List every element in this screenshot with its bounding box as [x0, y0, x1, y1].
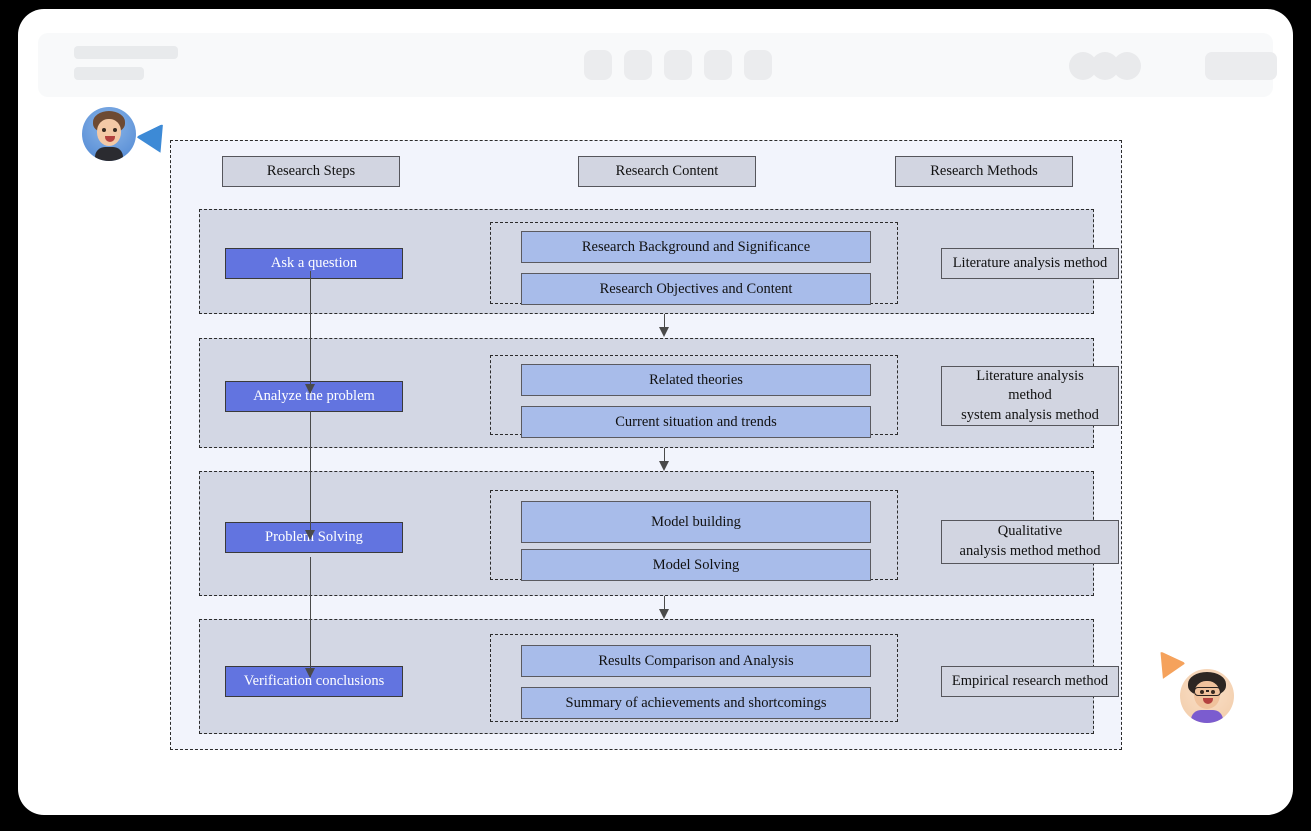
stage-row-4: Verification conclusions Results Compari…	[199, 619, 1119, 734]
avatar-body	[1191, 710, 1223, 723]
content-box-model-building[interactable]: Model building	[521, 501, 871, 543]
stage-row-3: Problem Solving Model building Model Sol…	[199, 471, 1119, 596]
toolbar-icon-5[interactable]	[744, 50, 772, 80]
method-box-qualitative-analysis[interactable]: Qualitative analysis method method	[941, 520, 1119, 564]
avatar-eye-right	[1211, 690, 1215, 694]
content-box-current-situation[interactable]: Current situation and trends	[521, 406, 871, 438]
method-box-literature-analysis[interactable]: Literature analysis method	[941, 248, 1119, 279]
content-group-4: Results Comparison and Analysis Summary …	[490, 634, 898, 722]
toolbar-icon-2[interactable]	[624, 50, 652, 80]
arrow-head-icon	[659, 609, 669, 619]
collaborator-cursor-blue	[82, 107, 174, 169]
step-box-ask-a-question[interactable]: Ask a question	[225, 248, 403, 279]
stage-row-2: Analyze the problem Related theories Cur…	[199, 338, 1119, 448]
content-group-2: Related theories Current situation and t…	[490, 355, 898, 438]
avatar[interactable]	[1113, 52, 1141, 80]
share-button[interactable]	[1205, 52, 1277, 80]
title-placeholder-bar	[74, 46, 178, 59]
content-box-research-objectives[interactable]: Research Objectives and Content	[521, 273, 871, 305]
stage-row-1: Ask a question Research Background and S…	[199, 209, 1119, 314]
column-header-row: Research Steps Research Content Research…	[171, 156, 1121, 188]
avatar-glasses	[1194, 687, 1221, 696]
avatar-mouth	[105, 136, 115, 142]
connector-arrow-content-1-2	[664, 314, 666, 334]
connector-arrow-content-2-3	[664, 448, 666, 468]
avatar-eye-left	[102, 128, 106, 132]
cursor-pointer-icon	[1150, 651, 1186, 685]
connector-arrow-step-3-4	[310, 557, 312, 677]
method-box-empirical-research[interactable]: Empirical research method	[941, 666, 1119, 697]
collaborator-cursor-orange	[1148, 651, 1240, 726]
content-group-3: Model building Model Solving	[490, 490, 898, 581]
avatar-mouth	[1203, 698, 1213, 704]
avatar	[82, 107, 136, 161]
cursor-pointer-icon	[136, 123, 174, 160]
top-toolbar	[38, 33, 1277, 97]
arrow-head-icon	[659, 327, 669, 337]
arrow-head-icon	[305, 668, 315, 678]
arrow-head-icon	[305, 384, 315, 394]
content-box-related-theories[interactable]: Related theories	[521, 364, 871, 396]
content-box-results-comparison[interactable]: Results Comparison and Analysis	[521, 645, 871, 677]
app-window: Research Steps Research Content Research…	[18, 9, 1293, 815]
content-box-research-background[interactable]: Research Background and Significance	[521, 231, 871, 263]
column-header-research-content: Research Content	[578, 156, 756, 187]
arrow-head-icon	[659, 461, 669, 471]
arrow-head-icon	[305, 530, 315, 540]
content-group-1: Research Background and Significance Res…	[490, 222, 898, 305]
toolbar-icon-group	[584, 50, 772, 80]
avatar	[1180, 669, 1234, 723]
method-box-literature-system-analysis[interactable]: Literature analysis method system analys…	[941, 366, 1119, 426]
column-header-research-steps: Research Steps	[222, 156, 400, 187]
toolbar-icon-3[interactable]	[664, 50, 692, 80]
toolbar-icon-4[interactable]	[704, 50, 732, 80]
content-box-summary-achievements[interactable]: Summary of achievements and shortcomings	[521, 687, 871, 719]
avatar-eye-left	[1200, 690, 1204, 694]
flowchart-canvas: Research Steps Research Content Research…	[170, 140, 1122, 750]
collaborator-avatar-group[interactable]	[1069, 52, 1153, 80]
toolbar-icon-1[interactable]	[584, 50, 612, 80]
connector-arrow-step-2-3	[310, 411, 312, 539]
column-header-research-methods: Research Methods	[895, 156, 1073, 187]
avatar-eye-right	[113, 128, 117, 132]
content-box-model-solving[interactable]: Model Solving	[521, 549, 871, 581]
subtitle-placeholder-bar	[74, 67, 144, 80]
connector-arrow-content-3-4	[664, 596, 666, 616]
connector-arrow-step-1-2	[310, 271, 312, 393]
avatar-body	[95, 147, 123, 161]
